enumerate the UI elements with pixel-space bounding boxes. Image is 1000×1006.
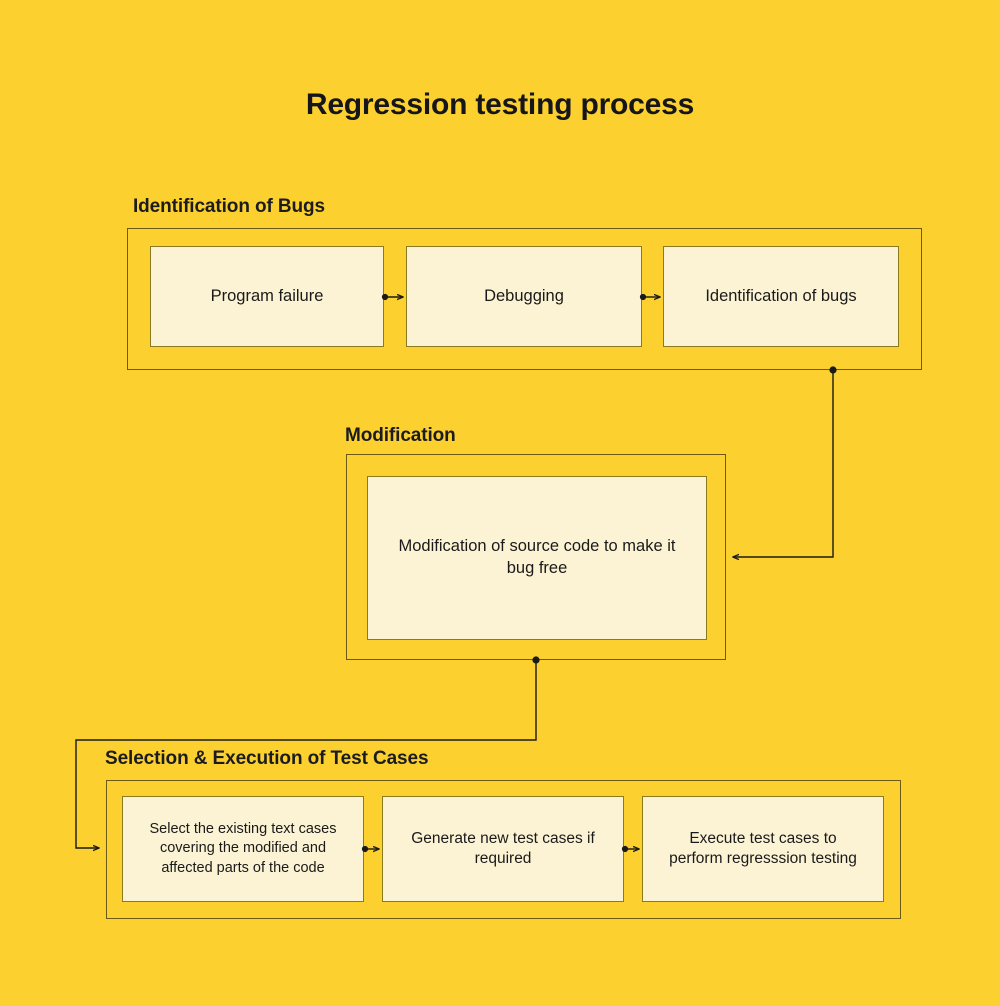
node-program-failure[interactable]: Program failure [150,246,384,347]
connector-bugs-group-to-modification-group [733,366,837,557]
node-execute-test-cases[interactable]: Execute test cases to perform regresssio… [642,796,884,902]
node-select-existing-test-cases[interactable]: Select the existing text cases covering … [122,796,364,902]
node-generate-new-test-cases[interactable]: Generate new test cases if required [382,796,624,902]
section-label-modification: Modification [345,425,456,446]
node-debugging[interactable]: Debugging [406,246,642,347]
page-title: Regression testing process [305,88,695,121]
group-identification-of-bugs [127,228,922,370]
section-label-selection-execution-of-test-cases: Selection & Execution of Test Cases [105,748,429,769]
node-modification-of-source-code[interactable]: Modification of source code to make it b… [367,476,707,640]
node-identification-of-bugs[interactable]: Identification of bugs [663,246,899,347]
section-label-identification-of-bugs: Identification of Bugs [133,196,326,217]
